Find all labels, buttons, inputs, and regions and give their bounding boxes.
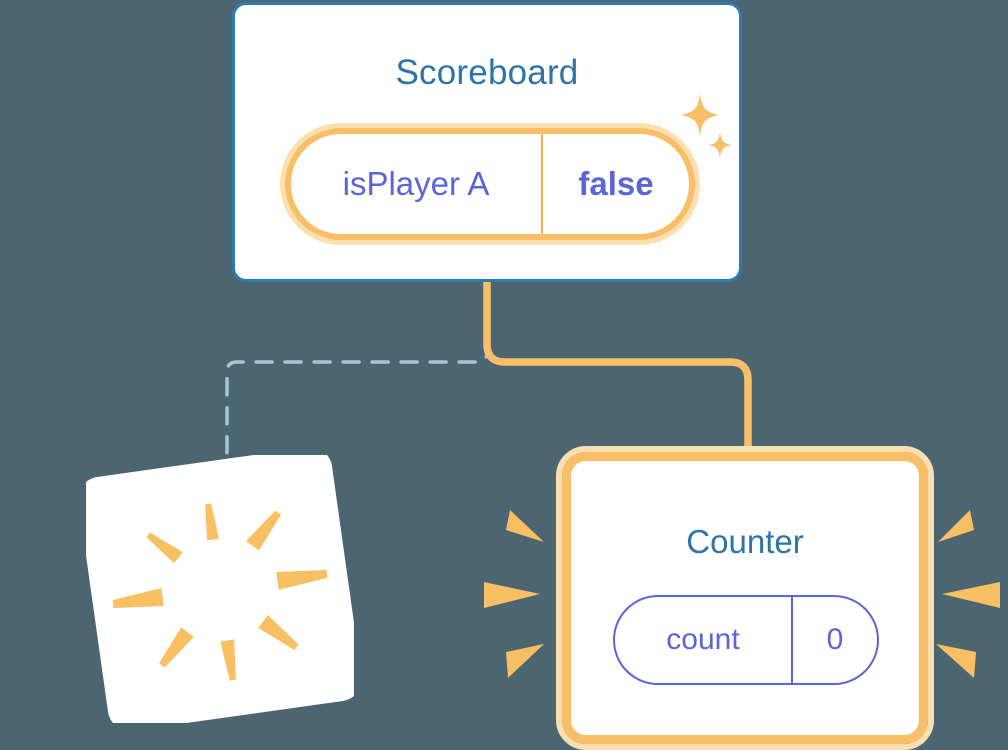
- counter-state-pill[interactable]: count 0: [613, 595, 879, 685]
- connector-dashed-scoreboard-to-tilted-card: [225, 281, 489, 484]
- counter-card[interactable]: Counter count 0: [556, 446, 934, 750]
- burst-ray-upper-right: [938, 510, 974, 542]
- sparkle-group: [681, 94, 732, 158]
- sparkle-small-icon: [708, 132, 732, 158]
- scoreboard-pill-divider: [541, 134, 543, 234]
- burst-ray-upper-left: [506, 510, 544, 542]
- counter-pill-value: 0: [826, 623, 844, 656]
- counter-title: Counter: [686, 523, 804, 560]
- scoreboard-pill-halo: [280, 123, 700, 245]
- scoreboard-pill-value: false: [578, 165, 654, 202]
- connector-solid-scoreboard-to-counter: [483, 280, 752, 460]
- scoreboard-card[interactable]: Scoreboard isPlayer A false: [232, 2, 742, 282]
- sparkle-large-icon: [681, 94, 719, 136]
- burst-ray-middle-left: [484, 582, 540, 608]
- counter-burst-left: [484, 510, 544, 678]
- tilted-starburst-card[interactable]: [86, 455, 354, 723]
- counter-burst-right: [936, 510, 1000, 678]
- counter-pill-key: count: [666, 623, 740, 656]
- counter-pill-divider: [791, 597, 793, 683]
- burst-ray-lower-right: [936, 644, 976, 678]
- tilted-card-surface: [86, 455, 354, 723]
- burst-ray-middle-right: [942, 582, 1000, 608]
- scoreboard-state-pill[interactable]: isPlayer A false: [280, 123, 700, 245]
- scoreboard-pill-key: isPlayer A: [342, 165, 490, 202]
- starburst-rays: [112, 503, 328, 681]
- burst-ray-lower-left: [506, 644, 544, 678]
- scoreboard-title: Scoreboard: [395, 53, 579, 92]
